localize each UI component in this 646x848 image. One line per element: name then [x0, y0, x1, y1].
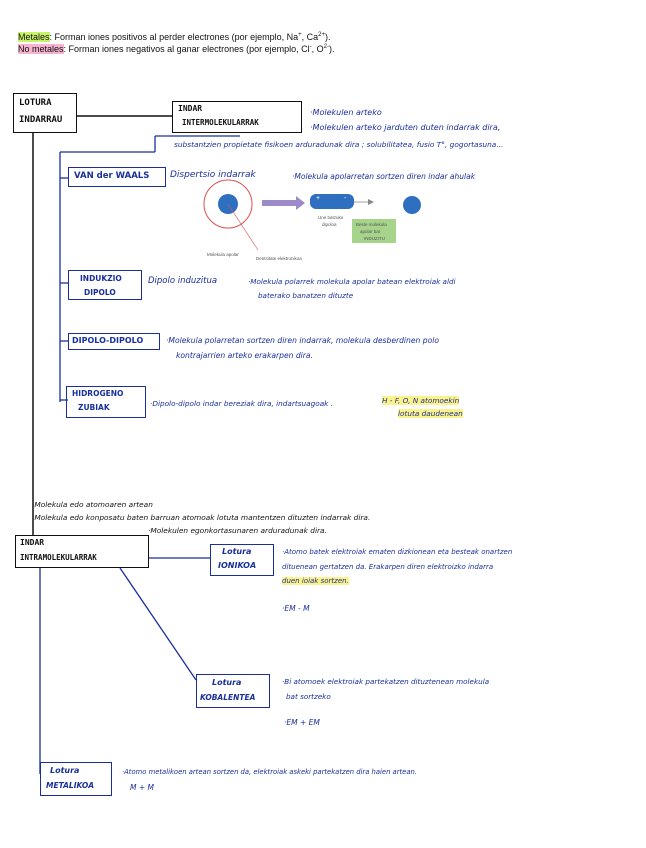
hydrogen-text: ·Dipolo-dipolo indar bereziak dira, inda… [150, 399, 334, 408]
intermolecular-title-2: INTERMOLEKULARRAK [182, 118, 259, 127]
intermolecular-title-1: INDAR [178, 104, 203, 113]
vdw-plus: + [316, 195, 321, 202]
intermolecular-note-1: ·Molekulen arteko [310, 108, 382, 117]
covalent-text-2: bat sortzeko [286, 692, 331, 701]
ionic-text-2: dituenean gertatzen da. Erakarpen diren … [282, 563, 494, 571]
intermolecular-box [172, 101, 302, 133]
intramolecular-title-1: INDAR [20, 538, 45, 547]
hydrogen-label-1: HIDROGENO [72, 389, 124, 398]
hydrogen-highlight-1: H - F, O, N atomoekin [382, 396, 460, 405]
intermolecular-note-2: ·Molekulen arteko jarduten duten indarra… [310, 123, 501, 132]
metallic-label-2: METALIKOA [46, 781, 95, 790]
vdw-caption-left: Molekula apolar [207, 252, 239, 257]
induced-text-2: baterako banatzen dituzte [258, 291, 354, 300]
induced-text-1: ·Molekula polarrek molekula apolar batea… [248, 277, 456, 286]
covalent-label-2: KOBALENTEA [200, 693, 256, 702]
intra-note-2: ·Molekula edo konposatu baten barruan at… [32, 513, 371, 522]
intra-note-1: ·Molekula edo atomoaren artean [32, 500, 153, 509]
intramolecular-box [15, 535, 149, 568]
vdw-heading: Dispertsio indarrak [170, 170, 256, 180]
metallic-formula: M + M [130, 783, 154, 792]
ionic-text-3: duen ioiak sortzen. [282, 577, 349, 585]
ionic-text-1: ·Atomo batek elektroiak ematen dizkionea… [282, 548, 513, 556]
ionic-label-2: IONIKOA [218, 561, 257, 570]
metallic-label-1: Lotura [50, 766, 80, 775]
hydrogen-label-2: ZUBIAK [78, 403, 110, 412]
ionic-label-1: Lotura [222, 547, 252, 556]
intramolecular-title-2: INTRAMOLEKULARRAK [20, 553, 97, 562]
metallic-text: ·Atomo metalikoen artean sortzen da, ele… [122, 768, 417, 776]
nometales-term: No metales [18, 44, 64, 54]
legend-metales: Metales: Forman iones positivos al perde… [18, 32, 331, 42]
ionic-label-box [210, 544, 274, 576]
root-box [13, 93, 77, 133]
vdw-box-line-3: INDUZITU [364, 236, 385, 241]
induced-heading: Dipolo induzitua [148, 276, 218, 286]
vdw-caption-dipole-2: dipoloa [322, 222, 337, 227]
hydrogen-highlight-2: lotuta daudenean [398, 409, 463, 418]
root-title-1: LOTURA [19, 98, 52, 108]
metales-term: Metales [18, 32, 50, 42]
intermolecular-note-3: substantzien propietate fisikoen ardurad… [174, 140, 504, 149]
root-title-2: INDARRAU [19, 115, 63, 125]
covalent-label-1: Lotura [212, 678, 242, 687]
dipole-text-1: ·Molekula polarretan sortzen diren indar… [166, 336, 439, 345]
covalent-text-1: ·Bi atomoek elektroiak partekatzen dituz… [282, 677, 490, 686]
dipole-text-2: kontrajarrien arteko erakarpen dira. [176, 351, 313, 360]
legend-nometales: No metales: Forman iones negativos al ga… [18, 44, 335, 54]
intra-note-3: ·Molekulen egonkortasunaren arduradunak … [148, 526, 327, 535]
induced-label-box [68, 270, 142, 300]
vdw-box-line-2: apolar bat [360, 229, 381, 234]
induced-label-1: INDUKZIO [80, 274, 122, 283]
ionic-formula: ·EM - M [282, 604, 310, 613]
vdw-label-box [68, 167, 166, 187]
induced-label-2: DIPOLO [84, 288, 116, 297]
dipole-label: DIPOLO-DIPOLO [72, 336, 144, 345]
covalent-formula: ·EM + EM [284, 718, 320, 727]
hydrogen-label-box [66, 386, 146, 418]
vdw-box-line-1: Beste molekula [356, 222, 387, 227]
vdw-minus: - [344, 195, 347, 202]
covalent-label-box [196, 674, 270, 708]
vdw-label: VAN der WAALS [74, 171, 150, 181]
vdw-caption-bottom: Dentsitate elektronikoa [256, 256, 302, 261]
vdw-text: ·Molekula apolarretan sortzen diren inda… [292, 172, 476, 181]
metallic-label-box [40, 762, 112, 796]
dipole-label-box [68, 333, 160, 350]
vdw-caption-dipole-1: Une batzuko [318, 215, 344, 220]
